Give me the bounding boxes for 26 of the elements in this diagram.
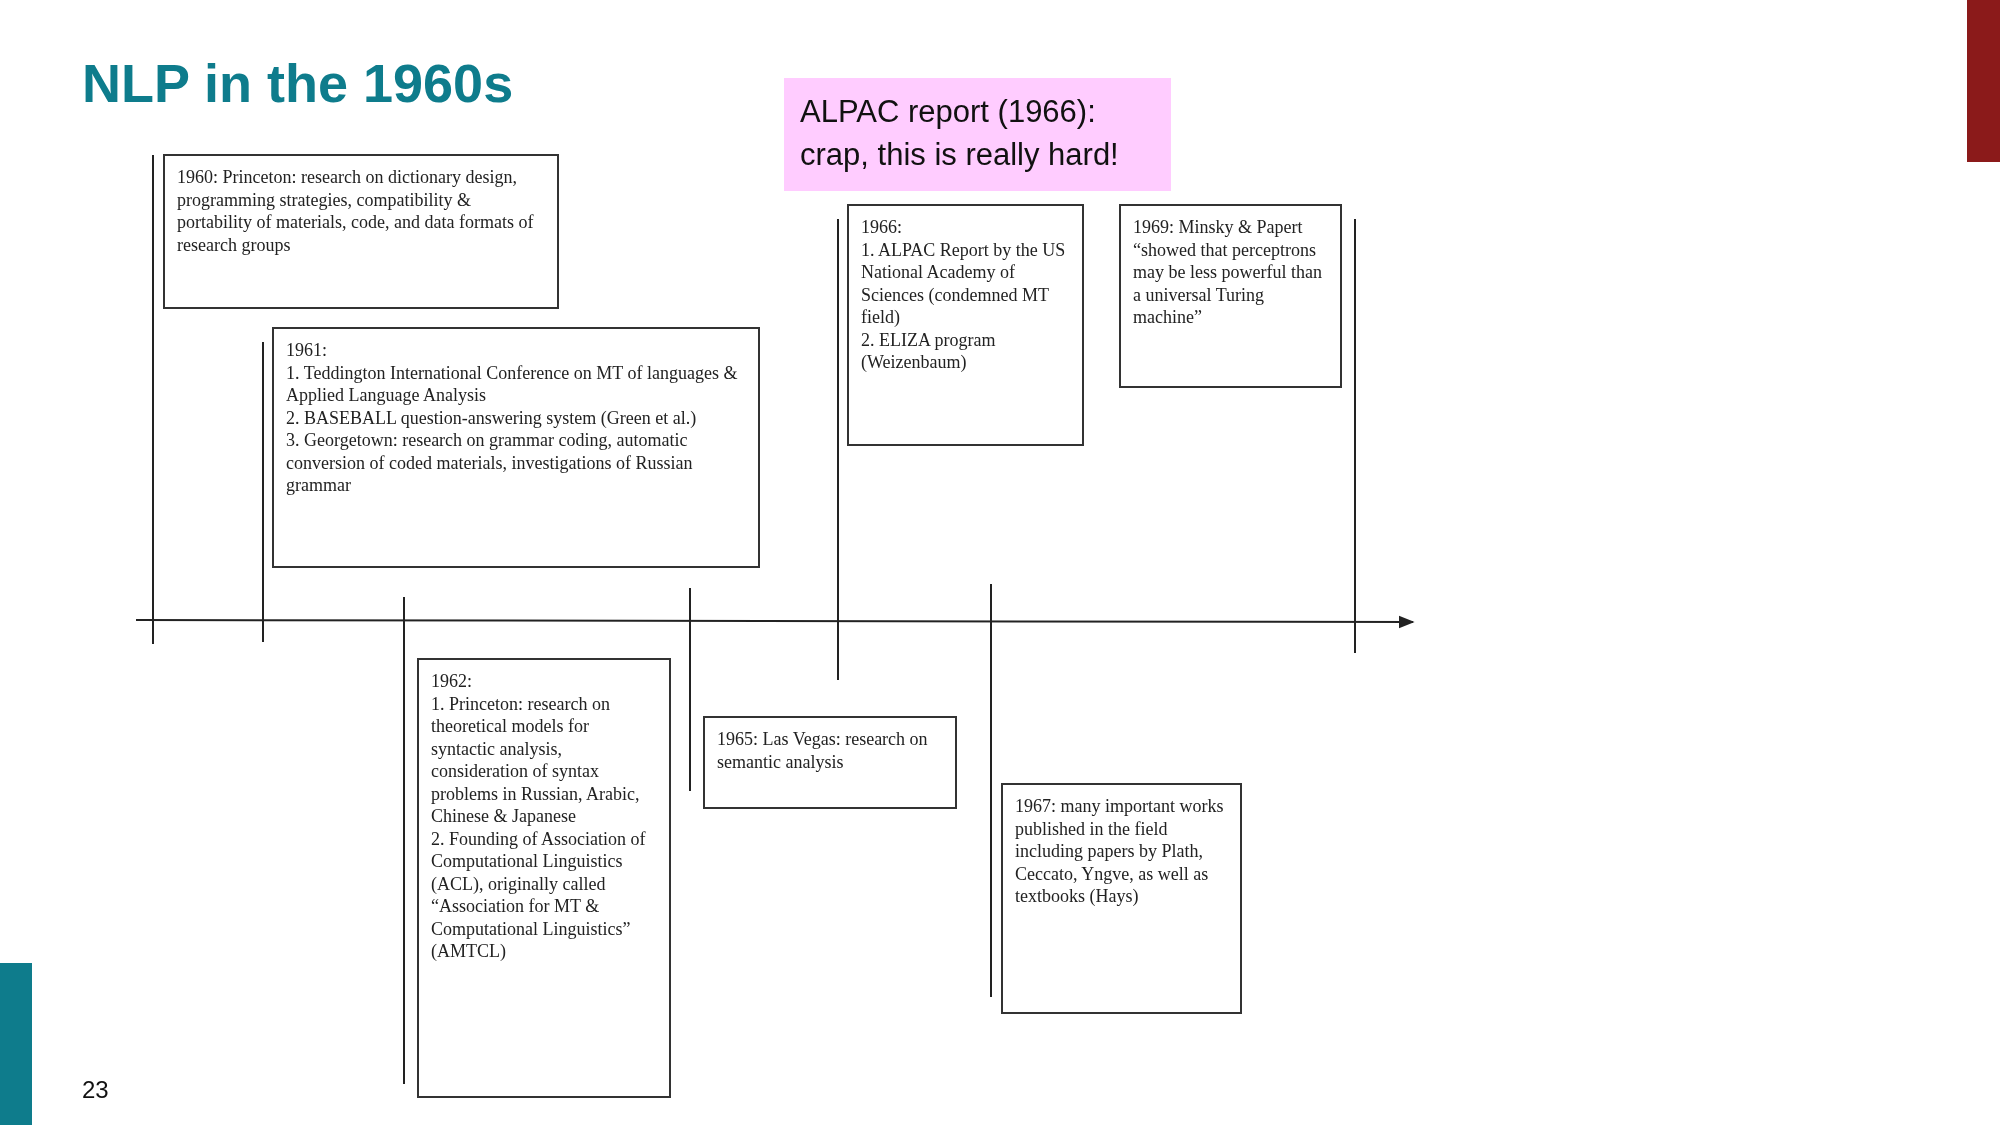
event-text: 1965: Las Vegas: research on semantic analysis [717,728,929,773]
note-text: crap, this is really hard! [800,136,1120,175]
page-number: 23 [82,1076,109,1104]
event-box [703,716,957,809]
slide-title: NLP in the 1960s [82,52,514,114]
event-text: 1. Princeton: research on theoretical models for syntactic analysis, consideration of syntax problems in Russian, Arabic, Chinese & Japanese [431,692,641,828]
event-box [163,154,559,309]
event-text: 1967: many important works published in the field including papers by Plath, Ceccato, Yngve, as well as textbooks (Hays) [1015,795,1225,908]
event-text: 1962: [431,670,473,693]
event-text: 1. ALPAC Report by the US National Academy of Sciences (condemned MT field) [861,238,1067,329]
event-box [847,204,1084,446]
note-box [784,78,1171,191]
note-text: ALPAC report (1966): [800,93,1097,131]
event-box [417,658,671,1098]
event-text: 2. ELIZA program (Weizenbaum) [861,328,997,374]
event-text: 3. Georgetown: research on grammar coding, automatic conversion of coded materials, investigations of Russian grammar [286,429,694,497]
event-text: 1961: [286,339,328,362]
event-text: 2. BASEBALL question-answering system (Green et al.) [286,406,698,429]
event-box [1001,783,1242,1014]
event-text: 1960: Princeton: research on dictionary design, programming strategies, compatibility & portability of materials, code, and data formats of research groups [177,166,535,256]
event-text: 1969: Minsky & Papert “showed that perceptrons may be less powerful than a universal Turing machine” [1133,216,1323,329]
event-box [272,327,760,568]
event-box [1119,204,1342,388]
event-text: 1966: [861,216,903,239]
event-text: 2. Founding of Association of Computational Linguistics (ACL), originally called “Association for MT & Computational Linguistics” (AMTCL) [431,827,647,963]
event-text: 1. Teddington International Conference on MT of languages & Applied Language Analysis [286,361,739,407]
